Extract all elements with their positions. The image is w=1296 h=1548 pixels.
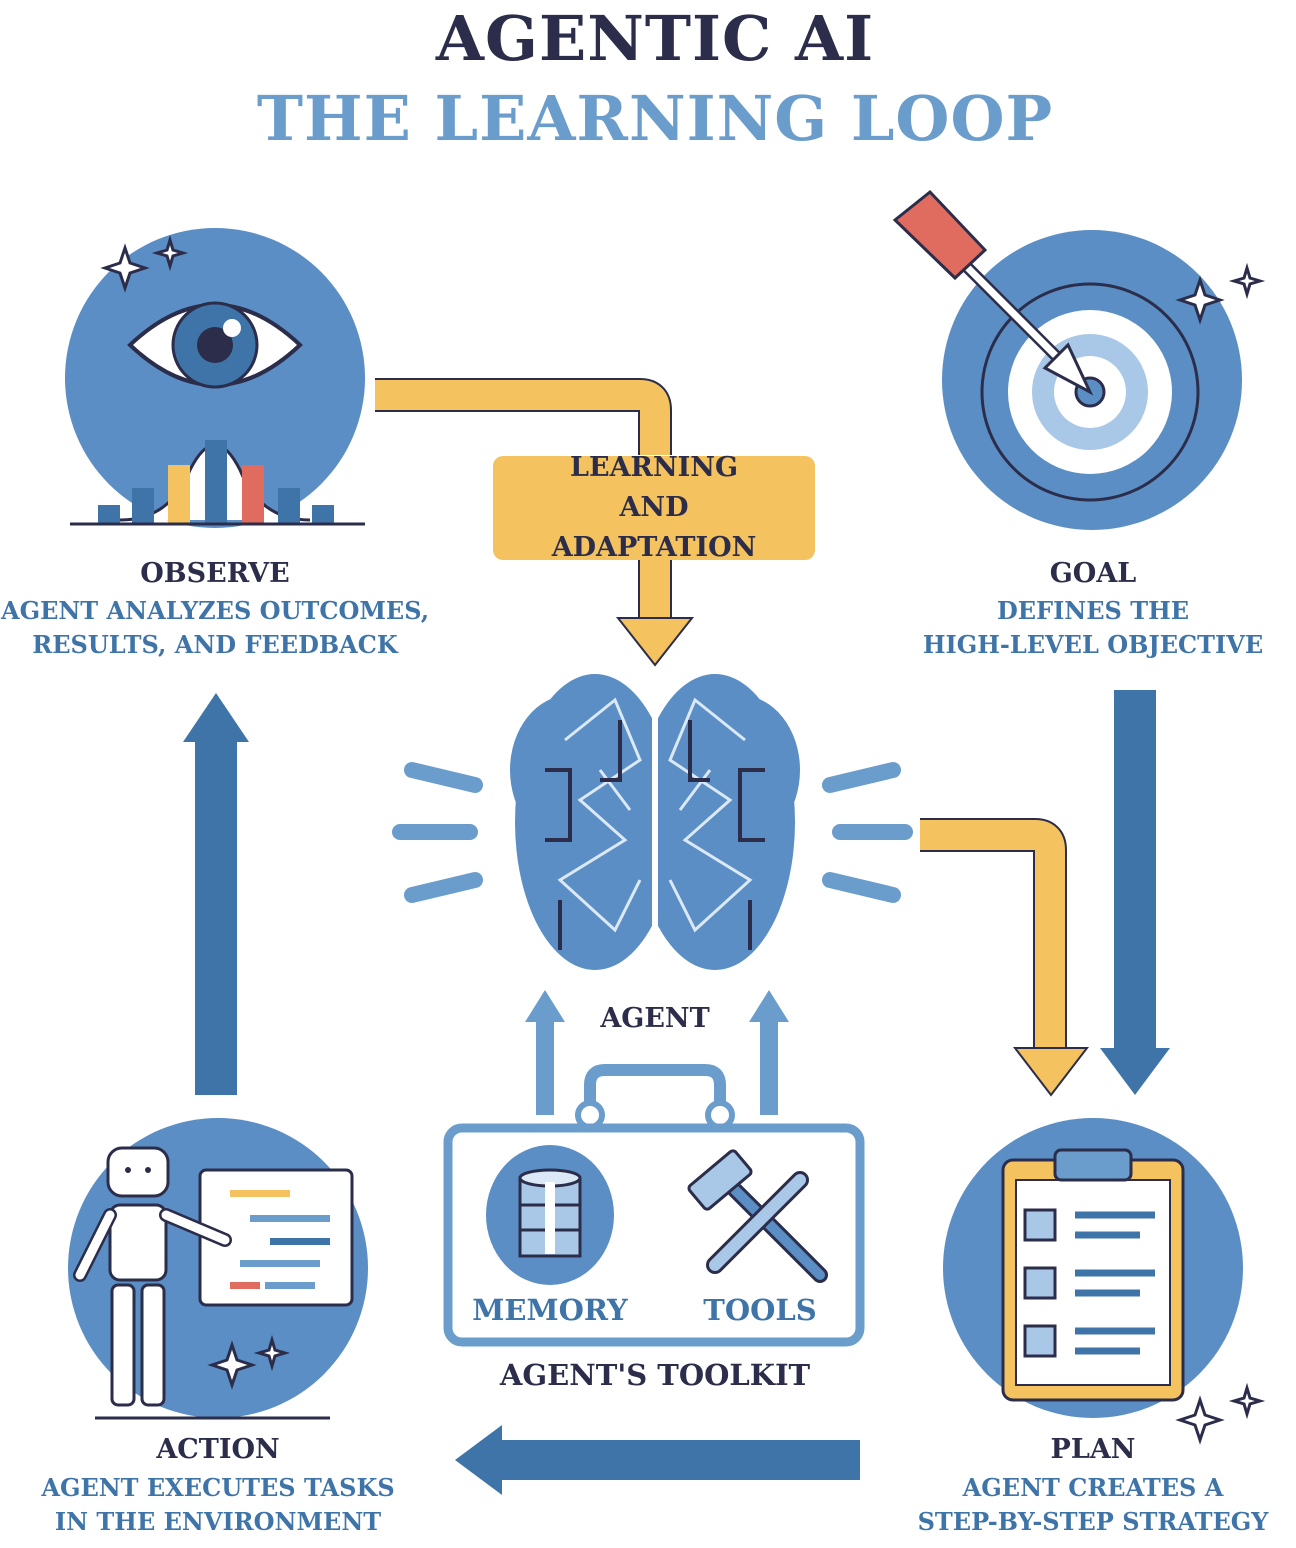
target-arrow-icon <box>892 189 1266 530</box>
subtitle-learning-loop: THE LEARNING LOOP <box>256 82 1054 155</box>
plan-line2: STEP-BY-STEP STRATEGY <box>917 1507 1269 1536</box>
arrow-head-down-agent <box>615 617 695 667</box>
action-heading: ACTION <box>156 1434 280 1465</box>
plan-heading: PLAN <box>1050 1434 1136 1465</box>
learning-adaptation-label: LEARNING AND ADAPTATION <box>551 452 757 563</box>
memory-label: MEMORY <box>472 1293 628 1327</box>
tools-icon <box>687 1149 828 1283</box>
observe-heading: OBSERVE <box>140 558 290 589</box>
yellow-flow-arrow-right <box>920 818 1067 1050</box>
arrow-down-plan <box>1114 690 1156 1050</box>
brain-rays <box>392 762 913 903</box>
observe-line2: RESULTS, AND FEEDBACK <box>32 630 398 659</box>
robot-icon <box>68 1118 368 1420</box>
memory-database-icon <box>486 1145 614 1285</box>
arrow-left-action <box>500 1440 860 1480</box>
toolkit-arrows <box>525 990 789 1115</box>
goal-line2: HIGH-LEVEL OBJECTIVE <box>922 630 1264 659</box>
goal-heading: GOAL <box>1049 558 1137 589</box>
agent-label: AGENT <box>600 1003 710 1034</box>
action-line2: IN THE ENVIRONMENT <box>54 1507 382 1536</box>
action-line1: AGENT EXECUTES TASKS <box>41 1473 395 1502</box>
toolkit-label: AGENT'S TOOLKIT <box>499 1358 811 1392</box>
arrow-up-observe <box>195 740 237 1095</box>
goal-line1: DEFINES THE <box>996 596 1190 625</box>
learning-box <box>493 456 815 560</box>
clipboard-checklist-icon <box>943 1118 1266 1445</box>
observe-line1: AGENT ANALYZES OUTCOMES, <box>0 596 430 625</box>
plan-line1: AGENT CREATES A <box>962 1473 1224 1502</box>
brain-network-icon <box>510 674 800 970</box>
title-agentic-ai: AGENTIC AI <box>435 2 875 75</box>
tools-label: TOOLS <box>703 1293 817 1327</box>
eye-chart-icon <box>65 228 365 528</box>
